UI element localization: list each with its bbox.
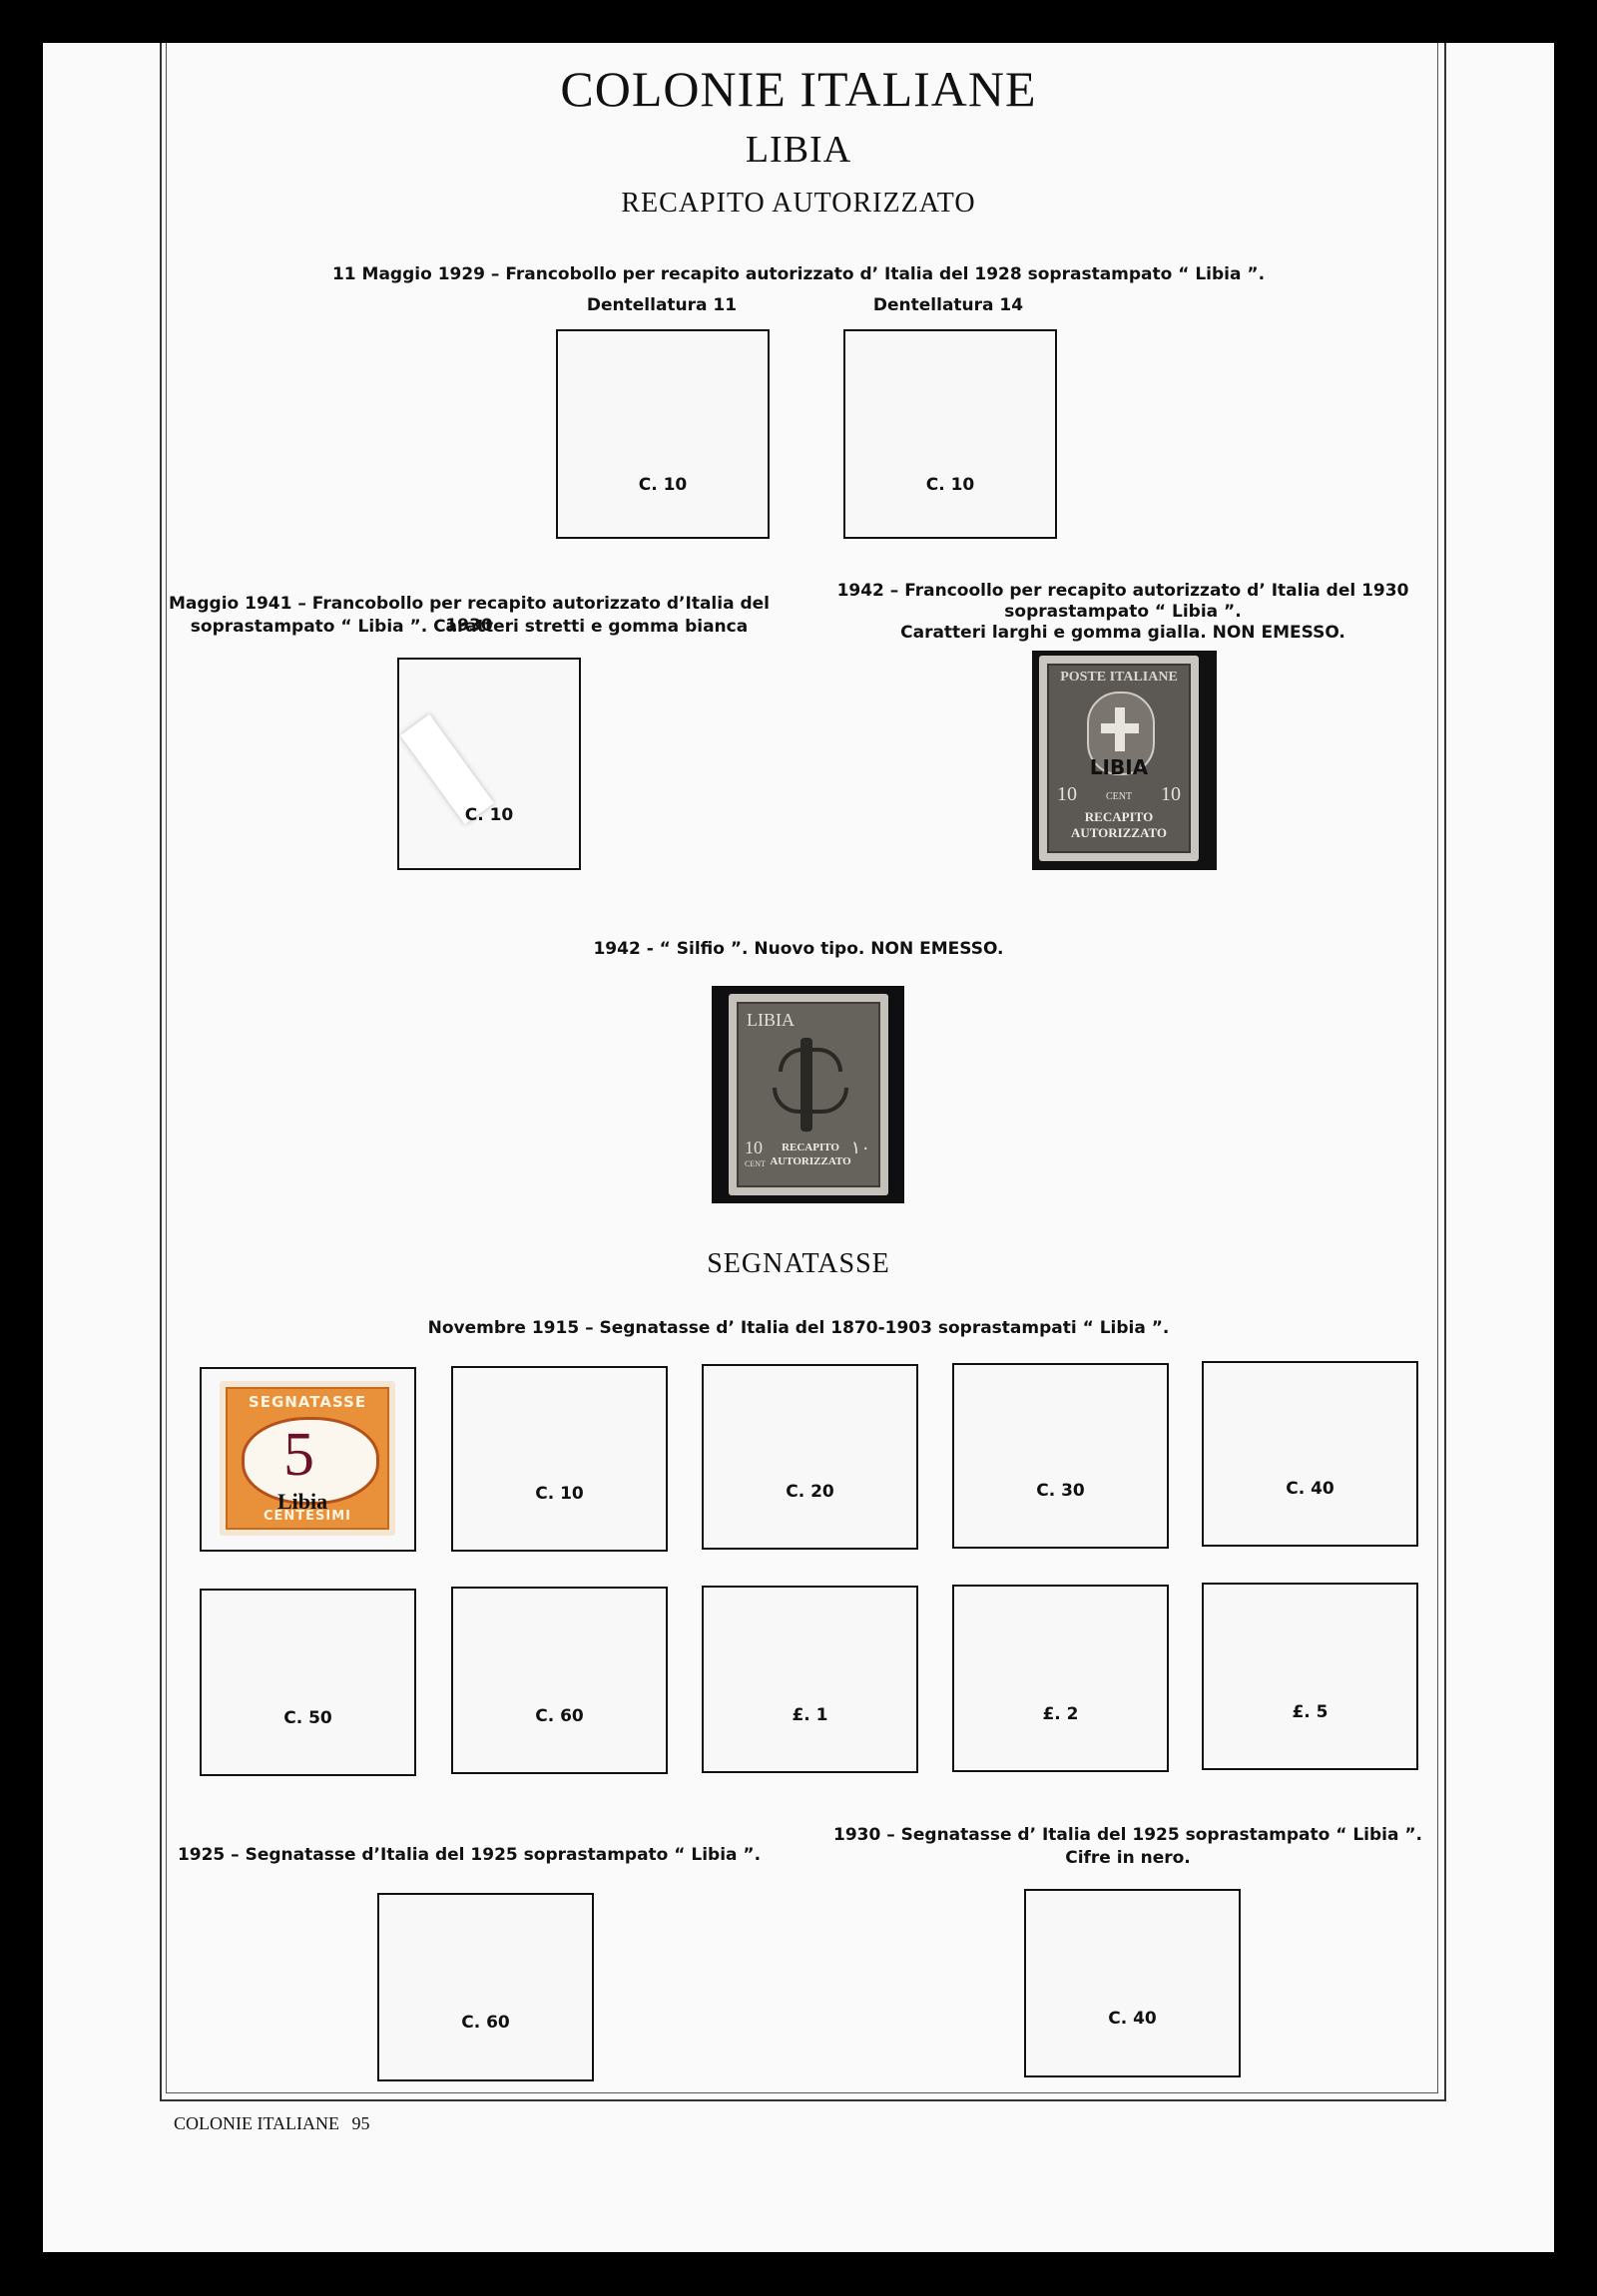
stamp-overprint: LIBIA (1089, 755, 1149, 779)
caption-1941-line2: soprastampato “ Libia ”. Caratteri stret… (190, 617, 749, 637)
stamp-top-text: POSTE ITALIANE (1060, 670, 1178, 685)
section-heading: RECAPITO AUTORIZZATO (621, 188, 976, 219)
slot-value: £. 5 (1292, 1702, 1329, 1722)
footer-text: COLONIE ITALIANE (174, 2113, 340, 2133)
caption-1942-line2: soprastampato “ Libia ”. (1004, 602, 1242, 622)
stamp-slot-c50: C. 50 (200, 1589, 416, 1776)
leaf-icon (779, 1048, 842, 1072)
slot-value: £. 2 (1042, 1704, 1079, 1724)
slot-value: C. 50 (283, 1708, 332, 1728)
slot-value: C. 10 (638, 475, 688, 495)
page-subtitle: LIBIA (745, 129, 852, 171)
caption-1942-line3: Caratteri larghi e gomma gialla. NON EME… (900, 623, 1345, 643)
stamp-segnatasse: SEGNATASSE 5 Libia CENTESIMI (220, 1381, 395, 1536)
caption-segnatasse-1915: Novembre 1915 – Segnatasse d’ Italia del… (427, 1318, 1170, 1338)
slot-value: C. 60 (535, 1706, 584, 1726)
slot-value: C. 20 (786, 1482, 834, 1502)
caption-1925: 1925 – Segnatasse d’Italia del 1925 sopr… (177, 1845, 762, 1865)
caption-1930-line1: 1930 – Segnatasse d’ Italia del 1925 sop… (832, 1825, 1423, 1845)
stamp-bottom-text: CENTESIMI (263, 1509, 352, 1524)
caption-silfio: 1942 - “ Silfio ”. Nuovo tipo. NON EMESS… (593, 939, 1004, 959)
stamp-bottom-1: RECAPITO (1084, 809, 1154, 824)
slot-value: C. 30 (1036, 1481, 1085, 1501)
stamp-slot-c40: C. 40 (1202, 1361, 1418, 1547)
slot-value: C. 40 (1286, 1479, 1334, 1499)
stamp-top-text: LIBIA (747, 1010, 795, 1030)
page-footer: COLONIE ITALIANE 95 (174, 2113, 370, 2134)
stamp-slot-segnatasse-5: SEGNATASSE 5 Libia CENTESIMI (200, 1367, 416, 1552)
stamp-slot-1941: C. 10 (397, 658, 581, 870)
slot-value: C. 40 (1108, 2009, 1157, 2029)
slot-value: C. 10 (535, 1484, 584, 1504)
caption-1929: 11 Maggio 1929 – Francobollo per recapit… (331, 264, 1266, 284)
caption-1930-line2: Cifre in nero. (1065, 1848, 1191, 1868)
segnatasse-heading: SEGNATASSE (707, 1248, 890, 1279)
stamp-bottom-2: AUTORIZZATO (1070, 825, 1168, 840)
stamp-slot-1929-perf14: C. 10 (843, 329, 1057, 539)
slot-value: C. 60 (461, 2013, 510, 2033)
stamp-value-right: 10 (1161, 783, 1181, 805)
stamp-slot-c20: C. 20 (702, 1364, 918, 1550)
stamp-recapito-1942: POSTE ITALIANE LIBIA 10 10 CENT RECAPITO… (1039, 656, 1199, 861)
stamp-top-text: SEGNATASSE (248, 1393, 367, 1411)
stamp-slot-c30: C. 30 (952, 1363, 1169, 1549)
stamp-slot-c60: C. 60 (451, 1587, 668, 1774)
stamp-slot-l1: £. 1 (702, 1586, 918, 1773)
page-title: COLONIE ITALIANE (560, 61, 1037, 117)
shield-icon (1087, 691, 1155, 775)
page-border-outer (160, 43, 1446, 2101)
stamp-bottom-2: AUTORIZZATO (770, 1155, 851, 1167)
stamp-arabic-value: ١٠ (850, 1138, 870, 1157)
page-number: 95 (351, 2113, 370, 2133)
stamp-slot-c10: C. 10 (451, 1366, 668, 1552)
caption-1941-line1: Maggio 1941 – Francobollo per recapito a… (168, 594, 771, 636)
stamp-overprint: Libia (277, 1489, 328, 1514)
caption-1942-line1: 1942 – Francoollo per recapito autorizza… (836, 581, 1409, 601)
stamp-value: 10 (745, 1138, 763, 1157)
perf-14-label: Dentellatura 14 (872, 295, 1024, 315)
leaf-icon (773, 1088, 848, 1114)
stamp-cent: CENT (1105, 791, 1133, 802)
stamp-slot-l5: £. 5 (1202, 1583, 1418, 1770)
slot-value: C. 10 (464, 805, 514, 825)
slot-value: £. 1 (792, 1705, 828, 1725)
stamp-value: 5 (283, 1421, 314, 1489)
stamp-cent: CENT (745, 1159, 766, 1168)
stamp-mount-1942: POSTE ITALIANE LIBIA 10 10 CENT RECAPITO… (1032, 651, 1217, 870)
page-border-inner (166, 43, 1438, 2093)
stamp-silfio: LIBIA 10 CENT ١٠ RECAPITO AUTORIZZATO (729, 994, 888, 1195)
stamp-oval (242, 1417, 379, 1505)
stamp-bottom-1: RECAPITO (782, 1142, 839, 1153)
stamp-mount-silfio: LIBIA 10 CENT ١٠ RECAPITO AUTORIZZATO (712, 986, 904, 1203)
slot-value: C. 10 (925, 475, 975, 495)
stamp-value-left: 10 (1057, 783, 1077, 805)
stamp-slot-1929-perf11: C. 10 (556, 329, 770, 539)
stamp-slot-l2: £. 2 (952, 1585, 1169, 1772)
stamp-slot-1925-c60: C. 60 (377, 1893, 594, 2081)
perf-11-label: Dentellatura 11 (586, 295, 738, 315)
stamp-slot-1930-c40: C. 40 (1024, 1889, 1241, 2077)
